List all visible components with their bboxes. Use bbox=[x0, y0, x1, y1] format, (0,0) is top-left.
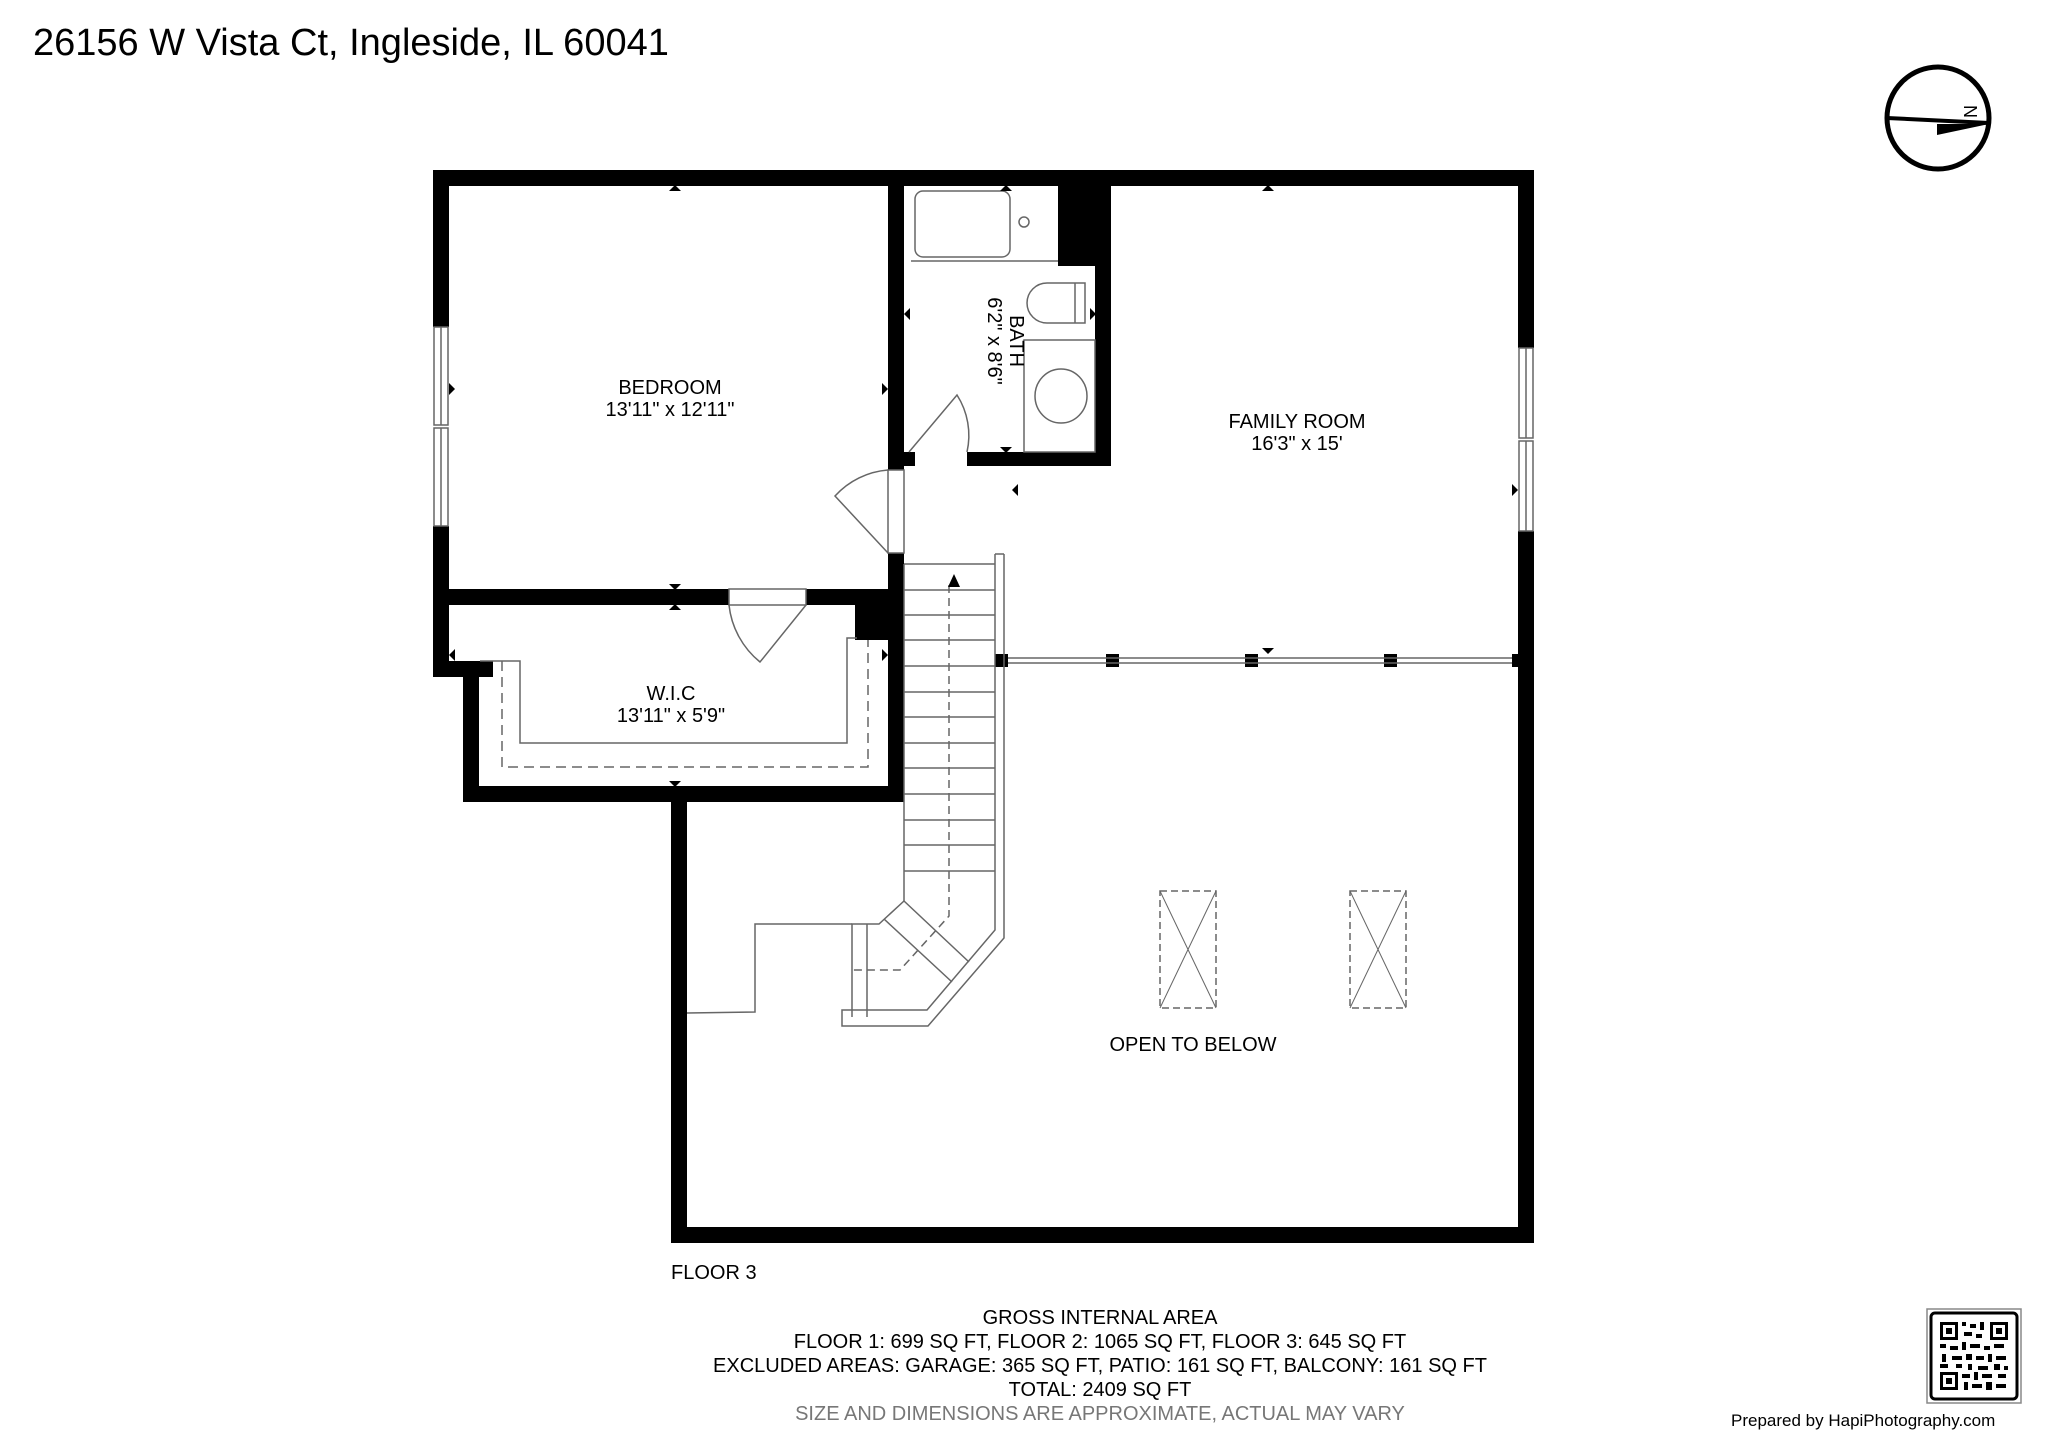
area-floors: FLOOR 1: 699 SQ FT, FLOOR 2: 1065 SQ FT,… bbox=[793, 1331, 1407, 1353]
dimension-markers bbox=[449, 185, 1518, 787]
credit-text: Prepared by HapiPhotography.com bbox=[1731, 1411, 1996, 1430]
room-dimensions: 13'11" x 12'11" bbox=[605, 399, 735, 421]
room-family-room: FAMILY ROOM 16'3" x 15' bbox=[1228, 411, 1365, 455]
room-dimensions: 6'2" x 8'6" bbox=[983, 297, 1005, 385]
property-address: 26156 W Vista Ct, Ingleside, IL 60041 bbox=[33, 22, 669, 64]
qr-code-icon bbox=[1926, 1308, 2022, 1404]
room-bath: BATH 6'2" x 8'6" bbox=[983, 297, 1027, 384]
floor-label: FLOOR 3 bbox=[671, 1262, 757, 1284]
room-dimensions: 13'11" x 5'9" bbox=[616, 705, 726, 727]
area-excluded: EXCLUDED AREAS: GARAGE: 365 SQ FT, PATIO… bbox=[713, 1355, 1487, 1377]
room-name: OPEN TO BELOW bbox=[1109, 1034, 1277, 1056]
room-name: BATH bbox=[1005, 315, 1027, 367]
room-name: W.I.C bbox=[646, 683, 696, 705]
area-summary: GROSS INTERNAL AREA FLOOR 1: 699 SQ FT, … bbox=[0, 1306, 2048, 1426]
room-wic: W.I.C 13'11" x 5'9" bbox=[617, 683, 725, 727]
room-name: BEDROOM bbox=[618, 377, 722, 399]
area-title: GROSS INTERNAL AREA bbox=[982, 1307, 1218, 1329]
fixtures bbox=[433, 190, 1534, 1027]
room-name: FAMILY ROOM bbox=[1228, 411, 1366, 433]
walls bbox=[433, 170, 1534, 1243]
room-dimensions: 16'3" x 15' bbox=[1251, 433, 1343, 455]
room-bedroom: BEDROOM 13'11" x 12'11" bbox=[606, 377, 735, 421]
area-disclaimer: SIZE AND DIMENSIONS ARE APPROXIMATE, ACT… bbox=[795, 1403, 1405, 1425]
area-total: TOTAL: 2409 SQ FT bbox=[1008, 1379, 1192, 1401]
room-open-to-below: OPEN TO BELOW bbox=[1109, 1034, 1276, 1056]
compass-n-label: N bbox=[1961, 105, 1981, 118]
north-arrow-icon: N bbox=[1884, 64, 1992, 172]
